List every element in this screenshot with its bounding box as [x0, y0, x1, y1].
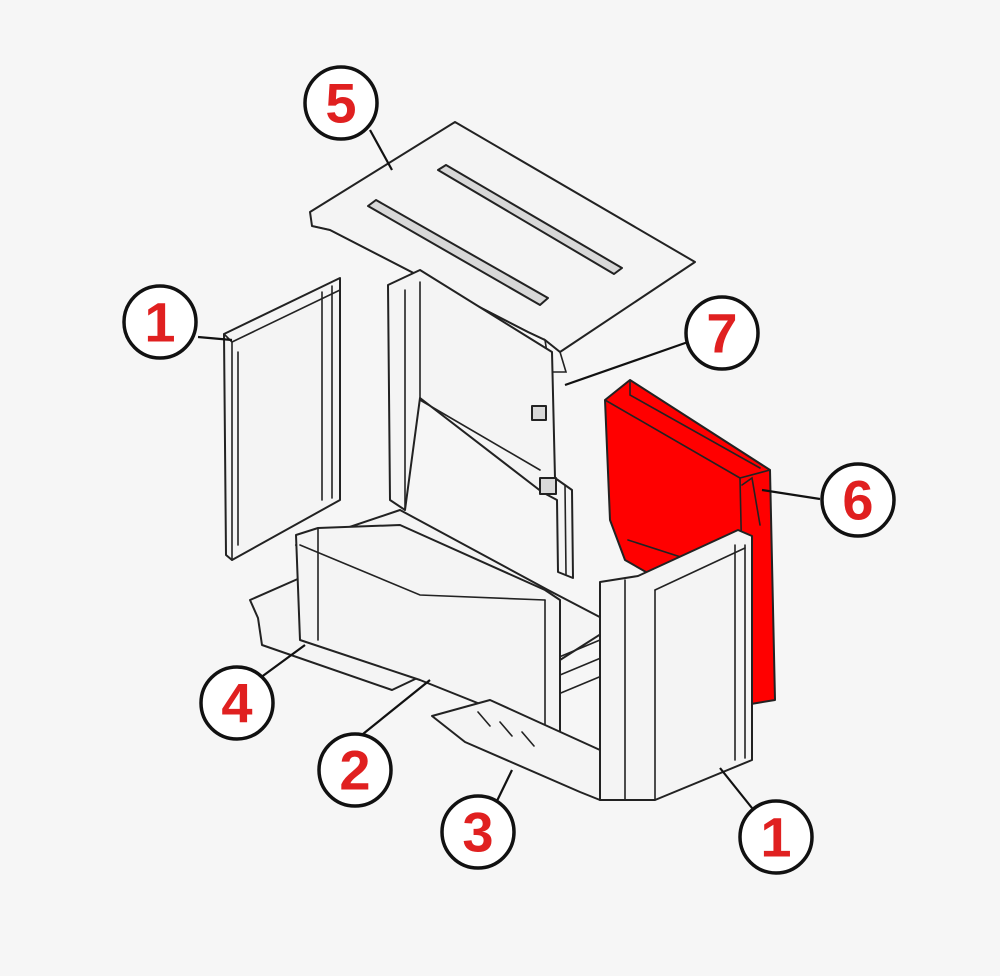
callout-2: 2 [317, 732, 393, 808]
callout-label: 2 [339, 739, 370, 802]
callout-4: 4 [199, 665, 275, 741]
callout-label: 6 [842, 469, 873, 532]
callout-label: 4 [221, 672, 252, 735]
right-side-panel [599, 529, 753, 801]
front-rail [295, 524, 561, 736]
back-wall-panel [387, 269, 574, 579]
callout-label: 7 [706, 302, 737, 365]
right-base-plate [431, 699, 601, 801]
callout-label: 1 [760, 806, 791, 869]
callout-6: 6 [820, 462, 896, 538]
callout-1-right: 1 [738, 799, 814, 875]
leader-lines [197, 129, 821, 809]
callout-label: 1 [144, 291, 175, 354]
callout-label: 3 [462, 801, 493, 864]
callout-label: 5 [325, 72, 356, 135]
callout-5: 5 [303, 65, 379, 141]
callout-3: 3 [440, 794, 516, 870]
callout-1-left: 1 [122, 284, 198, 360]
left-side-panel [223, 277, 341, 561]
top-baffle-plate [309, 121, 696, 373]
callout-7: 7 [684, 295, 760, 371]
